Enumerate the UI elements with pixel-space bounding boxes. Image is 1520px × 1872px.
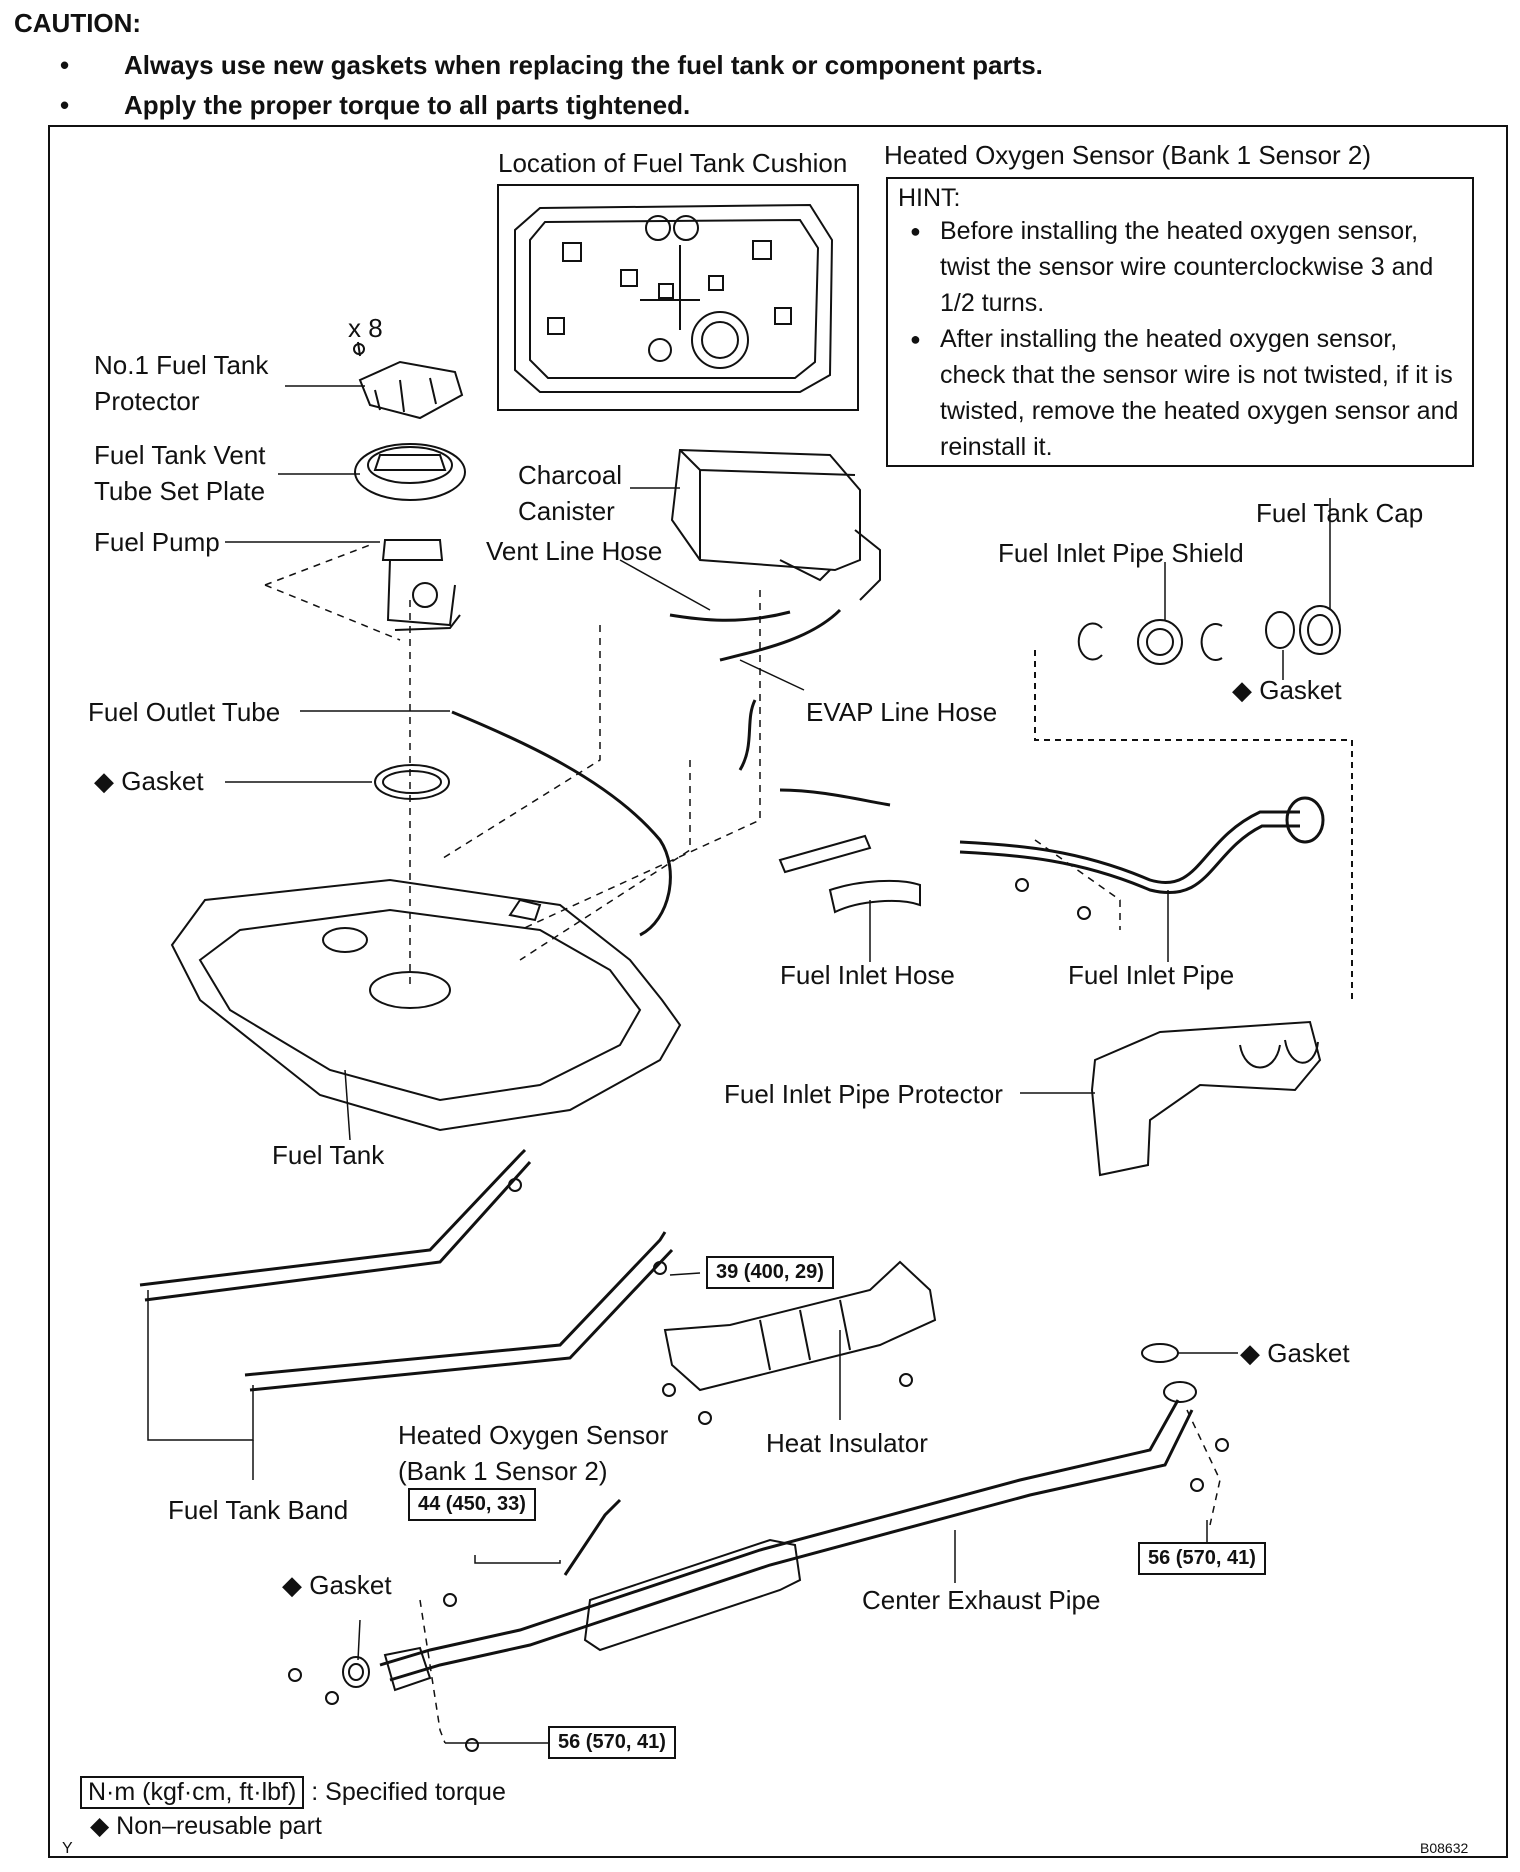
vent-plate-part <box>354 443 466 501</box>
fuel-tank-band-part <box>139 1148 674 1392</box>
hint-list: Before installing the heated oxygen sens… <box>898 213 1462 465</box>
tank-cushion-inset <box>497 184 859 411</box>
leader-lines <box>147 385 1331 1744</box>
label-no1-protector: Protector <box>94 386 200 416</box>
label-gasket-cap: ◆ Gasket <box>1232 675 1342 705</box>
label-vent-plate: Fuel Tank Vent <box>94 440 266 470</box>
label-fuel-inlet-pipe: Fuel Inlet Pipe <box>1068 960 1235 990</box>
label-ho2s: Heated Oxygen Sensor <box>398 1420 669 1450</box>
hoses-upper <box>669 608 891 807</box>
legend-nonreusable: ◆ Non–reusable part <box>90 1812 322 1840</box>
center-exhaust-pipe-part <box>379 1381 1197 1682</box>
tank-gasket-part <box>374 764 450 800</box>
label-no1-protector: No.1 Fuel Tank <box>94 350 269 380</box>
label-evap-line-hose: EVAP Line Hose <box>806 697 998 727</box>
caution-title: CAUTION: <box>14 8 142 38</box>
label-fuel-inlet-pipe-shield: Fuel Inlet Pipe Shield <box>998 538 1244 568</box>
hint-item: After installing the heated oxygen senso… <box>898 321 1462 465</box>
caution-list: Always use new gaskets when replacing th… <box>14 45 1043 125</box>
hint-header: Heated Oxygen Sensor (Bank 1 Sensor 2) <box>884 140 1372 170</box>
label-fuel-outlet-tube: Fuel Outlet Tube <box>88 697 281 727</box>
fuel-inlet-pipe-part <box>959 796 1325 895</box>
legend-unit-box: N·m (kgf·cm, ft·lbf) <box>80 1776 305 1809</box>
label-vent-plate: Tube Set Plate <box>94 476 266 506</box>
no1-protector-part <box>353 341 464 420</box>
fuel-pump-part <box>381 539 461 631</box>
caution-block: CAUTION: Always use new gaskets when rep… <box>14 8 1043 125</box>
legend-unit-desc: : Specified torque <box>311 1778 506 1806</box>
label-center-exhaust-pipe: Center Exhaust Pipe <box>862 1585 1101 1615</box>
figure-code: B08632 <box>1420 1840 1469 1856</box>
inset-title: Location of Fuel Tank Cushion <box>498 148 848 178</box>
assembly-dashes <box>264 544 1221 1744</box>
fuel-tank-part <box>170 878 682 1132</box>
charcoal-canister-part <box>670 448 881 601</box>
torque-spec-heat-insulator: 39 (400, 29) <box>706 1256 834 1289</box>
label-ho2s: (Bank 1 Sensor 2) <box>398 1456 608 1486</box>
heat-insulator-part <box>663 1260 937 1392</box>
fuel-cap-group <box>1034 605 1353 1000</box>
hint-box: HINT: Before installing the heated oxyge… <box>886 177 1474 467</box>
diagram-frame <box>48 125 1508 1858</box>
label-vent-line-hose: Vent Line Hose <box>486 536 663 566</box>
label-x8: x 8 <box>348 313 383 343</box>
legend: N·m (kgf·cm, ft·lbf) : Specified torque … <box>80 1776 506 1841</box>
label-gasket-tank: ◆ Gasket <box>94 766 204 796</box>
label-fuel-tank-band: Fuel Tank Band <box>168 1495 349 1525</box>
inlet-pipe-protector-part <box>1090 1020 1322 1177</box>
torque-spec-exhaust-right: 56 (570, 41) <box>1138 1542 1266 1575</box>
hint-title: HINT: <box>898 184 961 212</box>
ho2s-part <box>563 1498 622 1576</box>
torque-spec-exhaust-left: 56 (570, 41) <box>548 1726 676 1759</box>
label-fuel-pump: Fuel Pump <box>94 527 220 557</box>
caution-item: Apply the proper torque to all parts tig… <box>14 85 1043 125</box>
label-fuel-tank-cap: Fuel Tank Cap <box>1256 498 1424 528</box>
caution-item: Always use new gaskets when replacing th… <box>14 45 1043 85</box>
fuel-outlet-tube-part <box>451 710 672 937</box>
label-heat-insulator: Heat Insulator <box>766 1428 928 1458</box>
label-fuel-inlet-pipe-protector: Fuel Inlet Pipe Protector <box>724 1079 1003 1109</box>
corner-mark: Y <box>62 1840 73 1857</box>
label-charcoal-canister: Canister <box>518 496 615 526</box>
bolts <box>288 878 1229 1752</box>
label-gasket-exhaust-left: ◆ Gasket <box>282 1570 392 1600</box>
label-charcoal-canister: Charcoal <box>518 460 623 490</box>
hint-item: Before installing the heated oxygen sens… <box>898 213 1462 321</box>
label-fuel-inlet-hose: Fuel Inlet Hose <box>780 960 955 990</box>
torque-spec-ho2s: 44 (450, 33) <box>408 1488 536 1521</box>
label-gasket-exhaust-right: ◆ Gasket <box>1240 1338 1350 1368</box>
label-fuel-tank: Fuel Tank <box>272 1140 385 1170</box>
fuel-inlet-hose-part <box>778 834 921 914</box>
